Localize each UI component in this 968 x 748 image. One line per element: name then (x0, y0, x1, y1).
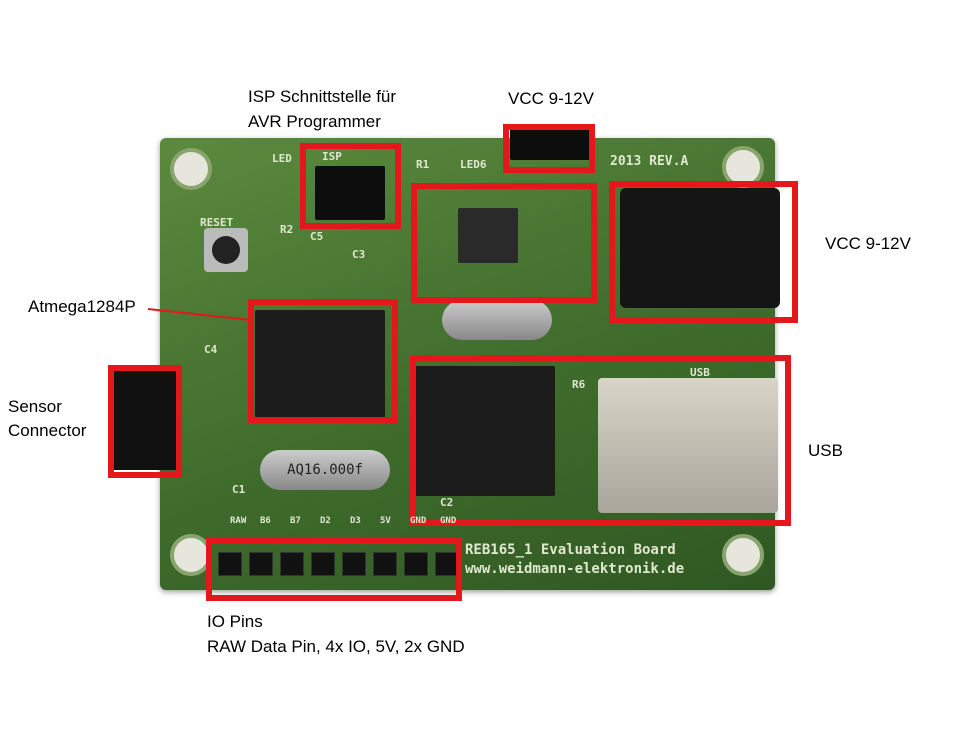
mounting-hole (170, 534, 212, 576)
pin-label: D3 (350, 516, 361, 526)
board-name: REB165_1 Evaluation Board (465, 542, 676, 558)
dc-jack (620, 188, 780, 308)
silk-c4: C4 (204, 343, 218, 356)
pin-label: B6 (260, 516, 271, 526)
silk-r6: R6 (572, 378, 586, 391)
board-url: www.weidmann-elektronik.de (465, 561, 685, 577)
vcc-top-label: VCC 9-12V (508, 89, 594, 108)
vcc-header-highlight-box (503, 124, 595, 173)
io-label-line2: RAW Data Pin, 4x IO, 5V, 2x GND (207, 637, 465, 656)
silk-led6: LED6 (460, 158, 487, 171)
sensor-label-line1: Sensor (8, 397, 62, 416)
pin-label: RAW (230, 516, 247, 526)
power-header (510, 124, 592, 160)
silk-reset: RESET (200, 216, 234, 229)
sensor-connector (110, 370, 180, 470)
voltage-regulator (458, 208, 518, 263)
silk-led: LED (272, 152, 292, 165)
vcc-right-label: VCC 9-12V (825, 234, 911, 253)
io-pin-header (218, 552, 459, 576)
isp-label-line1: ISP Schnittstelle für (248, 87, 397, 106)
silk-isp: ISP (322, 150, 342, 163)
usb-label: USB (808, 441, 843, 460)
crystal: AQ16.000f (260, 450, 390, 490)
silk-r1: R1 (416, 158, 430, 171)
mcu-highlight-box (248, 299, 398, 423)
silk-r2: R2 (280, 223, 294, 236)
io-pins-highlight-box (206, 538, 462, 601)
pin-label: 5V (380, 516, 391, 526)
pcb-board: LED ISP R1 LED6 2013 REV.A RESET R2 C5 C… (110, 124, 780, 590)
sensor-highlight-box (108, 365, 182, 478)
pin-label: B7 (290, 516, 301, 526)
pin-label-row: RAW B6 B7 D2 D3 5V GND GND (230, 516, 468, 526)
mounting-hole (170, 148, 212, 190)
silk-c3: C3 (352, 248, 366, 261)
pin-label: GND (440, 516, 457, 526)
mounting-hole (722, 534, 764, 576)
silk-c5: C5 (310, 230, 324, 243)
usb-connector (598, 378, 778, 513)
mcu-label: Atmega1284P (28, 297, 136, 316)
regulator-highlight-box (411, 183, 597, 303)
isp-highlight-box (300, 143, 401, 229)
dc-jack-highlight-box (609, 181, 798, 323)
silk-c2: C2 (440, 496, 454, 509)
usb-highlight-box (410, 355, 791, 526)
reset-button[interactable] (204, 228, 248, 272)
silk-revision: 2013 REV.A (610, 154, 689, 169)
pin-label: D2 (320, 516, 331, 526)
io-label-line1: IO Pins (207, 612, 263, 631)
pin-label: GND (410, 516, 427, 526)
sensor-label-line2: Connector (8, 421, 87, 440)
silk-c1: C1 (232, 483, 246, 496)
crystal-label: AQ16.000f (287, 462, 363, 478)
atmega-chip (255, 310, 385, 420)
silk-usb: USB (690, 366, 710, 379)
isp-header (315, 166, 385, 220)
isp-label-line2: AVR Programmer (248, 112, 381, 131)
usb-controller-chip (415, 366, 555, 496)
crystal-2 (442, 300, 552, 340)
